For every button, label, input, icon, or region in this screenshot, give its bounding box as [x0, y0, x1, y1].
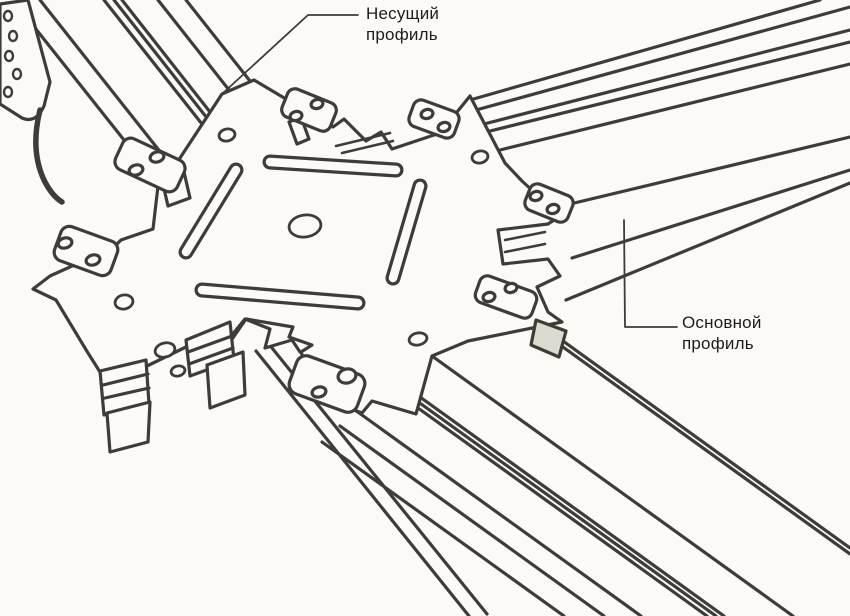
leader-carrier-profile [221, 14, 359, 95]
plate-slots [178, 154, 428, 311]
leader-lines [221, 14, 678, 328]
hanger-strap [0, 0, 65, 205]
label-main-profile: Основной профиль [682, 312, 762, 354]
label-main-line2: профиль [682, 334, 754, 353]
main-profile [468, 0, 850, 302]
plate-screw-tabs [52, 87, 575, 414]
label-carrier-line1: Несущий [366, 4, 440, 23]
carrier-profile-lower [320, 326, 850, 616]
label-main-line1: Основной [682, 313, 762, 332]
clip-tab-center [184, 320, 247, 410]
clip-tab-left [98, 358, 152, 454]
label-carrier-profile: Несущий профиль [366, 3, 439, 45]
bent-tab-shaded [529, 318, 568, 359]
plate-holes [113, 127, 490, 378]
label-carrier-line2: профиль [366, 25, 438, 44]
leader-main-profile [623, 219, 678, 328]
